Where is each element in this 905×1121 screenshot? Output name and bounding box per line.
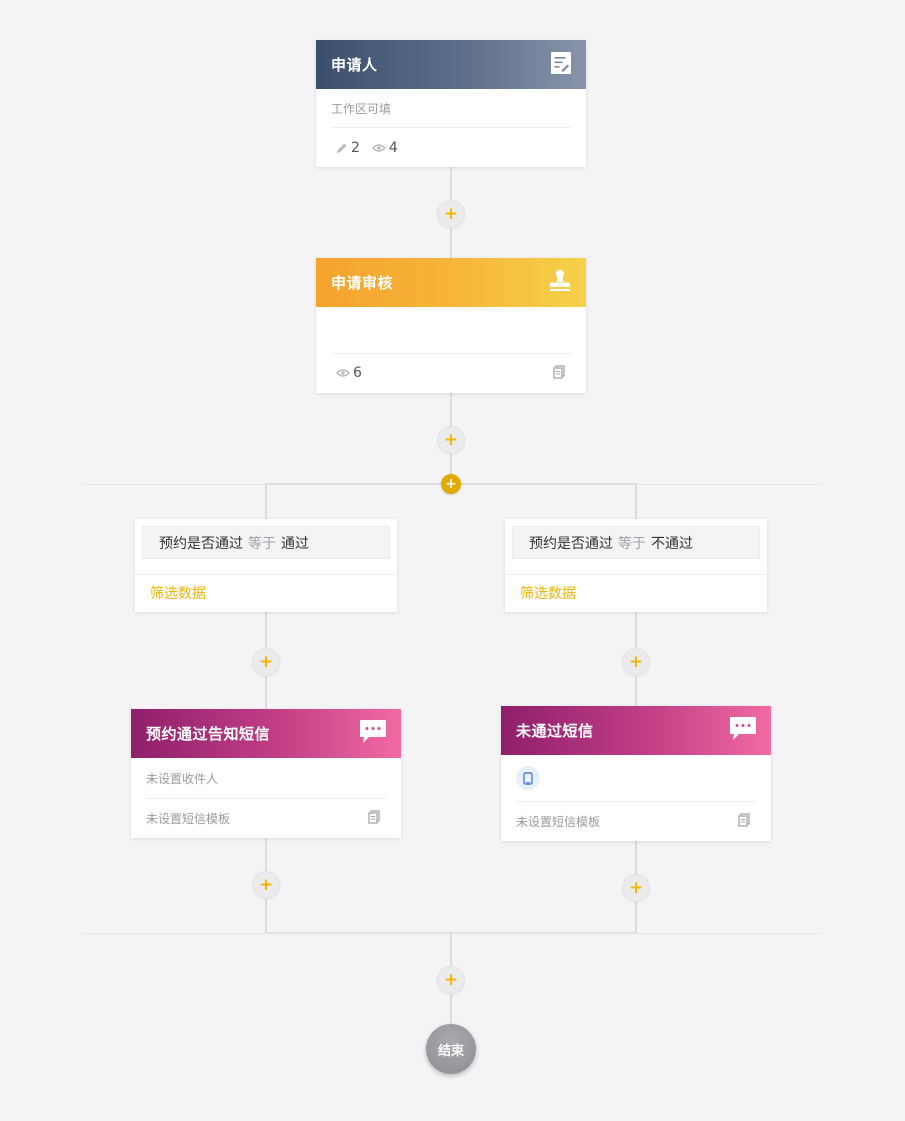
connector — [265, 484, 267, 520]
condition-expression: 预约是否通过 等于 不通过 — [512, 526, 760, 559]
node-description: 工作区可填 — [331, 101, 392, 116]
add-node-button[interactable]: + — [437, 966, 465, 994]
sms-template: 未设置短信模板 — [146, 811, 231, 826]
sms-recipient: 未设置收件人 — [146, 771, 219, 786]
copy-icon[interactable] — [368, 809, 380, 828]
plus-icon: + — [443, 429, 459, 450]
node-applicant-header: 申请人 — [316, 40, 586, 89]
eye-icon — [371, 144, 386, 152]
copy-icon[interactable] — [738, 812, 750, 831]
pencil-icon — [337, 143, 347, 153]
eye-icon — [336, 369, 350, 377]
phone-icon — [516, 766, 540, 790]
plus-icon: + — [258, 651, 274, 672]
add-node-button[interactable]: + — [622, 874, 650, 902]
form-edit-icon — [550, 51, 572, 79]
copy-icon[interactable] — [553, 364, 565, 383]
add-branch-button[interactable]: + — [441, 474, 461, 494]
branch-condition-pass[interactable]: 预约是否通过 等于 通过 筛选数据 — [135, 519, 397, 612]
node-review[interactable]: 申请审核 6 — [316, 258, 586, 393]
plus-icon: + — [443, 969, 459, 990]
add-node-button[interactable]: + — [437, 426, 465, 454]
plus-icon: + — [628, 877, 644, 898]
add-node-button[interactable]: + — [622, 648, 650, 676]
plus-icon: + — [445, 476, 457, 492]
stamp-icon — [548, 269, 572, 297]
add-node-button[interactable]: + — [252, 648, 280, 676]
sms-template: 未设置短信模板 — [516, 814, 601, 829]
node-review-header: 申请审核 — [316, 258, 586, 307]
end-node: 结束 — [426, 1024, 476, 1074]
node-title: 未通过短信 — [516, 722, 594, 740]
view-permission-count: 4 — [371, 140, 398, 156]
filter-data-link[interactable]: 筛选数据 — [135, 574, 397, 611]
condition-expression: 预约是否通过 等于 通过 — [142, 526, 390, 559]
node-sms-fail[interactable]: 未通过短信 未设置短信模板 — [501, 706, 771, 841]
plus-icon: + — [628, 651, 644, 672]
node-sms-pass-header: 预约通过告知短信 — [131, 709, 401, 758]
chat-bubble-icon — [729, 716, 757, 745]
filter-data-link[interactable]: 筛选数据 — [505, 574, 767, 611]
node-title: 申请审核 — [331, 274, 394, 292]
edit-permission-count: 2 — [336, 140, 360, 156]
connector — [635, 484, 637, 520]
node-title: 预约通过告知短信 — [146, 725, 271, 743]
plus-icon: + — [258, 874, 274, 895]
node-applicant[interactable]: 申请人 工作区可填 — [316, 40, 586, 167]
node-title: 申请人 — [331, 56, 378, 74]
branch-condition-fail[interactable]: 预约是否通过 等于 不通过 筛选数据 — [505, 519, 767, 612]
node-sms-pass[interactable]: 预约通过告知短信 未设置收件人 未设置短信模板 — [131, 709, 401, 838]
view-permission-count: 6 — [336, 365, 362, 381]
add-node-button[interactable]: + — [252, 871, 280, 899]
add-node-button[interactable]: + — [437, 200, 465, 228]
node-sms-fail-header: 未通过短信 — [501, 706, 771, 755]
chat-bubble-icon — [359, 719, 387, 748]
plus-icon: + — [443, 203, 459, 224]
